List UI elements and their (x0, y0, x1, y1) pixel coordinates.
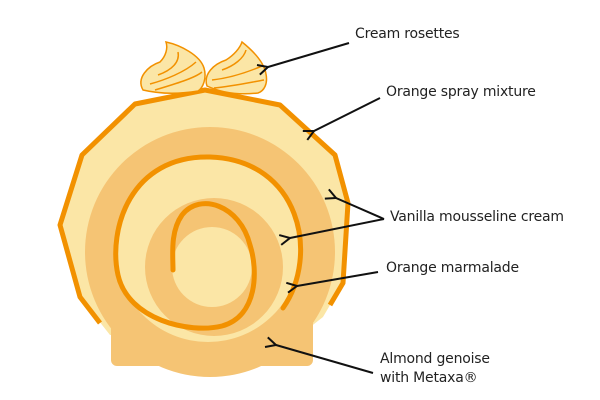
arrow-orange-spray (314, 97, 381, 131)
label-cream-rosettes: Cream rosettes (355, 26, 460, 42)
arrow-almond-genoise (276, 345, 374, 374)
arrow-vanilla-inner (290, 218, 385, 238)
marmalade-spiral (113, 154, 304, 331)
label-orange-spray: Orange spray mixture (386, 84, 536, 100)
arrow-marmalade (297, 271, 379, 286)
arrow-cream-rosettes (268, 42, 350, 67)
label-vanilla: Vanilla mousseline cream (390, 209, 564, 225)
vanilla-cream-center (172, 227, 252, 307)
arrow-vanilla-outer (336, 198, 385, 220)
label-almond-line1: Almond genoise (380, 351, 490, 367)
label-almond-line2: with Metaxa® (380, 370, 478, 386)
label-marmalade: Orange marmalade (386, 260, 519, 276)
cream-rosette-left (140, 40, 206, 94)
orange-spray-outline (57, 87, 351, 325)
cream-rosette-right (205, 40, 268, 95)
